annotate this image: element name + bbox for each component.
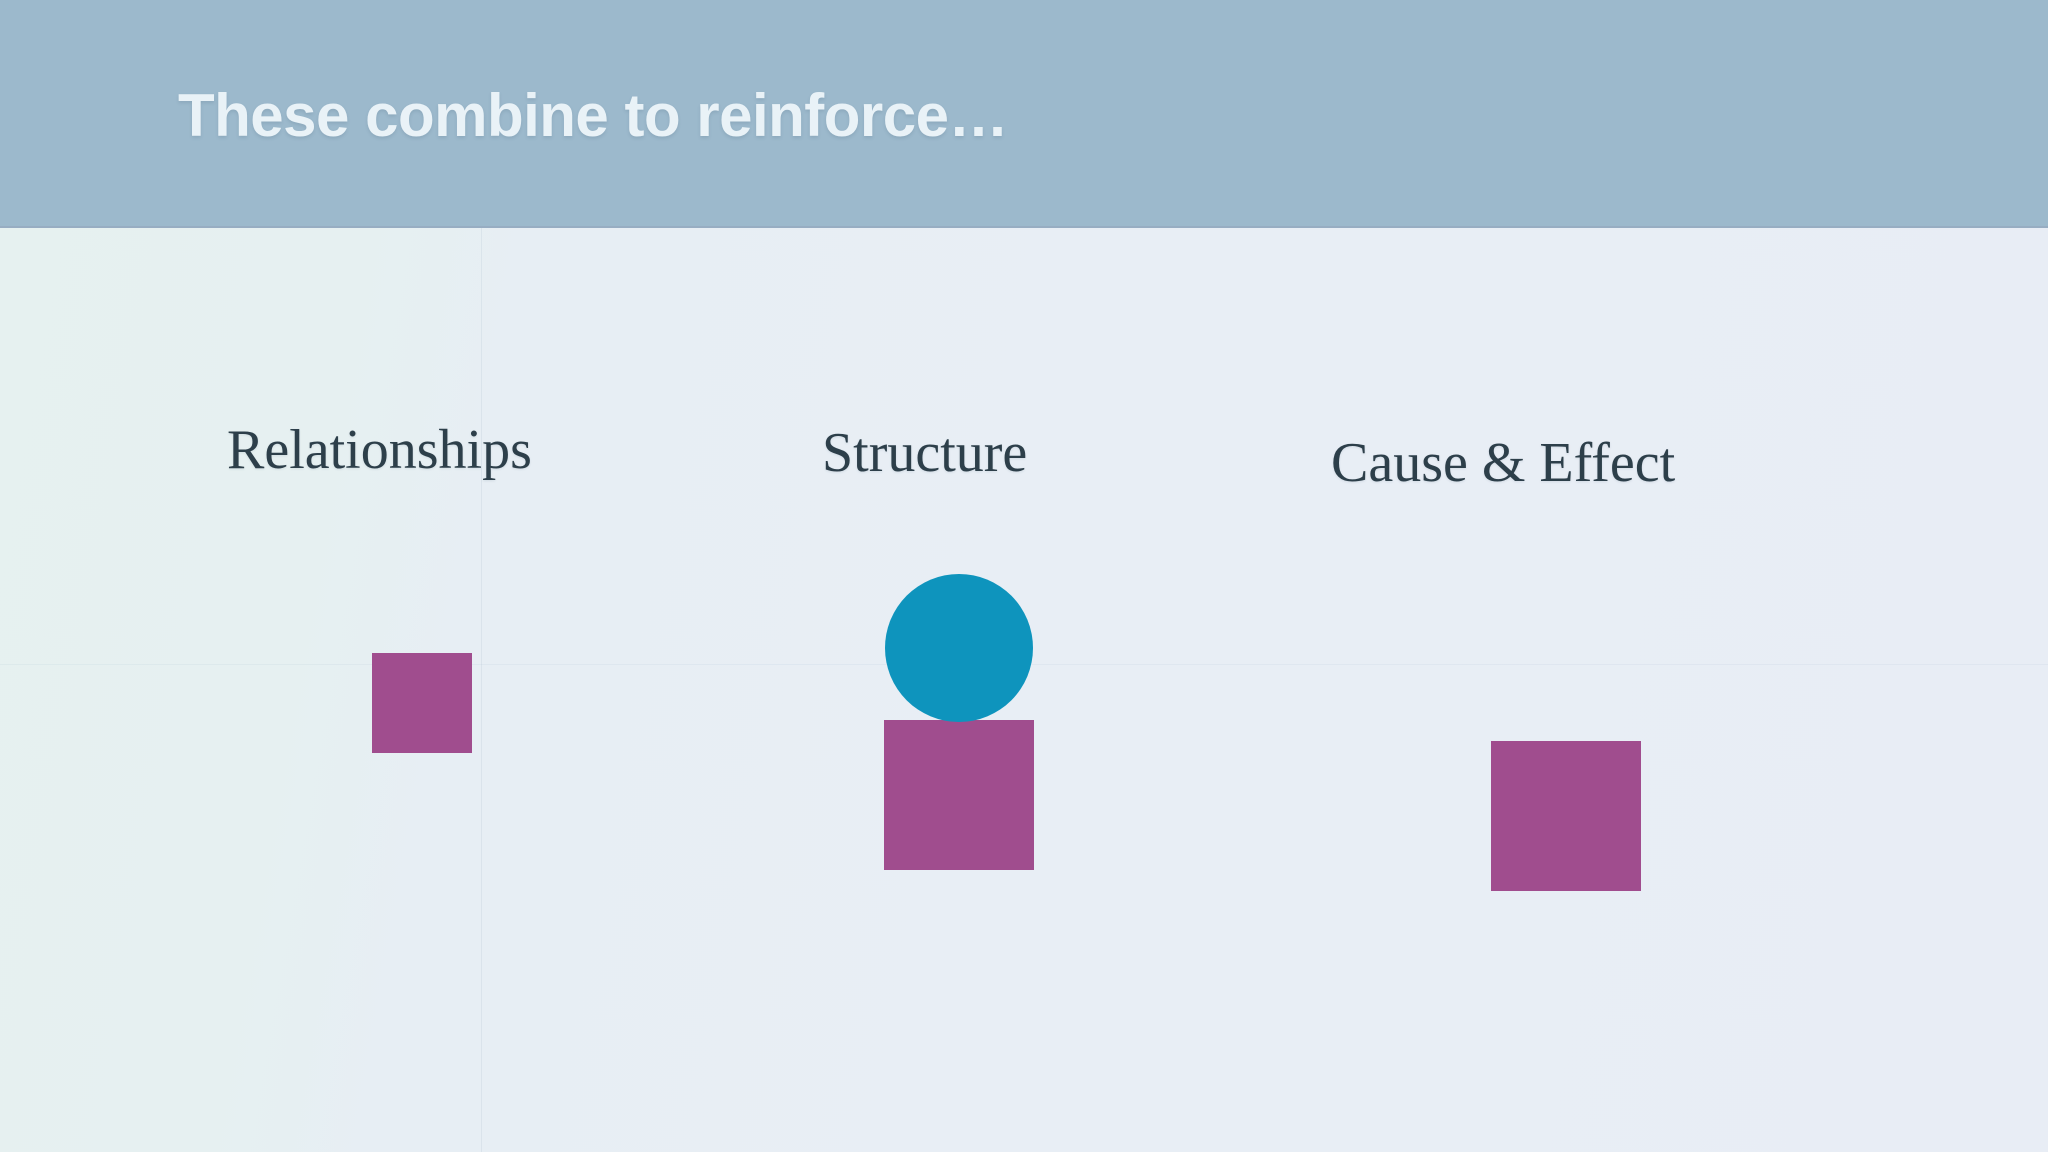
concept-label-relationships: Relationships	[227, 419, 532, 481]
shape-circle	[885, 574, 1033, 722]
shape-square-small	[372, 653, 472, 753]
shape-square-large	[1491, 741, 1641, 891]
concepts-board: Relationships Structure Cause & Effect	[0, 230, 2048, 1152]
concept-label-cause-effect: Cause & Effect	[1331, 432, 1676, 494]
title-bar: These combine to reinforce…	[0, 0, 2048, 228]
shape-square-medium	[884, 720, 1034, 870]
concept-label-structure: Structure	[822, 422, 1028, 484]
page-title: These combine to reinforce…	[178, 82, 1009, 149]
